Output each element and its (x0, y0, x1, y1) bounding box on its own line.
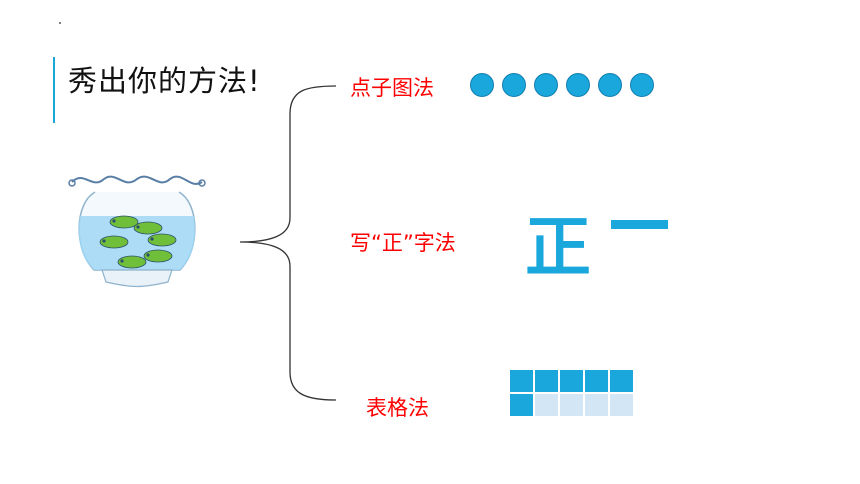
tally-zheng: 正 (525, 209, 591, 286)
table-grid (509, 369, 634, 417)
table-cell-filled (509, 393, 534, 417)
dot (502, 73, 526, 97)
dot (470, 73, 494, 97)
decorative-dot (59, 22, 61, 24)
tally-partial-stroke (611, 220, 668, 229)
table-cell-filled (584, 369, 609, 393)
fish-bowl-icon (68, 175, 206, 288)
table-cell-filled (609, 369, 634, 393)
method-label-table: 表格法 (366, 396, 429, 420)
table-cell-filled (559, 369, 584, 393)
table-cell-empty (534, 393, 559, 417)
method-label-zheng: 写“正”字法 (350, 231, 456, 255)
dot (598, 73, 622, 97)
title-accent-bar (53, 57, 55, 123)
grouping-brace (239, 85, 337, 401)
dot (630, 73, 654, 97)
table-cell-empty (584, 393, 609, 417)
method-label-dots: 点子图法 (350, 76, 434, 100)
page-title: 秀出你的方法! (68, 64, 261, 98)
dot (534, 73, 558, 97)
table-cell-empty (609, 393, 634, 417)
table-cell-empty (559, 393, 584, 417)
table-cell-filled (509, 369, 534, 393)
dot (566, 73, 590, 97)
dot-diagram (470, 73, 654, 97)
table-cell-filled (534, 369, 559, 393)
